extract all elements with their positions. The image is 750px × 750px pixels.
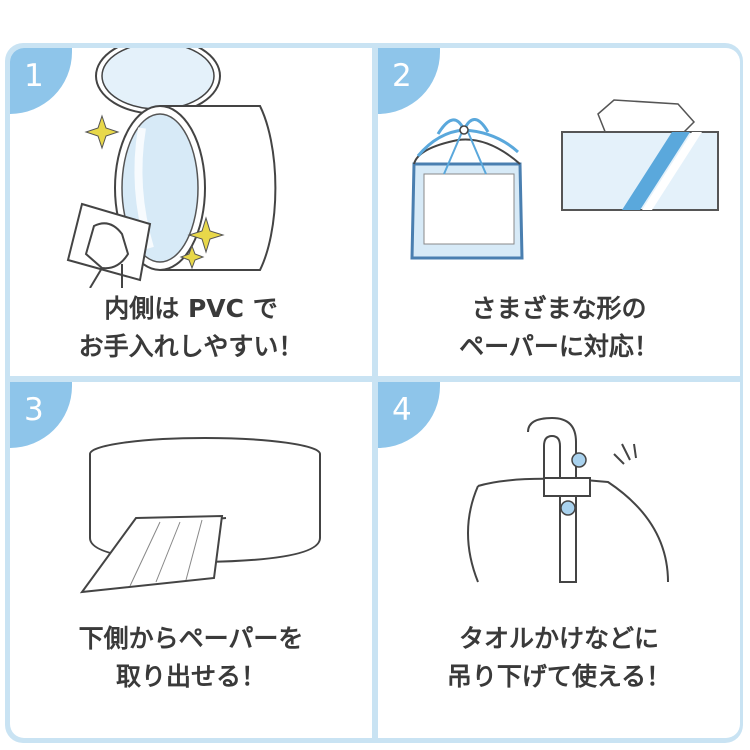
step-number: 1 bbox=[24, 58, 44, 94]
caption-line: さまざまな形の bbox=[471, 294, 647, 323]
panel-1: 1 内側は PVC で お手入れしやすい！ bbox=[10, 48, 372, 376]
paper-shapes-illustration bbox=[410, 99, 719, 260]
step-number: 3 bbox=[24, 392, 44, 428]
step-caption: さまざまな形の ペーパーに対応！ bbox=[378, 290, 740, 366]
step-caption: 下側からペーパーを 取り出せる！ bbox=[10, 620, 372, 696]
step-caption: タオルかけなどに 吊り下げて使える！ bbox=[378, 620, 740, 696]
caption-line: 下側からペーパーを bbox=[78, 624, 304, 653]
caption-line: 取り出せる！ bbox=[115, 662, 266, 691]
panel-4: 4 タオルかけなどに 吊り下げて使える！ bbox=[378, 382, 740, 738]
caption-line: お手入れしやすい！ bbox=[78, 332, 304, 361]
panel-3: 3 下側からペーパーを 取り出せる！ bbox=[10, 382, 372, 738]
hanging-strap-illustration bbox=[467, 416, 669, 583]
step-number: 4 bbox=[392, 392, 412, 428]
caption-line: 内側は PVC で bbox=[104, 294, 278, 323]
bottom-dispense-illustration bbox=[79, 437, 321, 594]
pvc-cleaning-illustration bbox=[66, 48, 277, 288]
caption-line: 吊り下げて使える！ bbox=[446, 662, 672, 691]
caption-line: ペーパーに対応！ bbox=[459, 332, 659, 361]
step-caption: 内側は PVC で お手入れしやすい！ bbox=[10, 290, 372, 366]
panel-2: 2 さまざまな形の ペーパーに対応！ bbox=[378, 48, 740, 376]
caption-line: タオルかけなどに bbox=[458, 624, 659, 653]
step-number: 2 bbox=[392, 58, 412, 94]
